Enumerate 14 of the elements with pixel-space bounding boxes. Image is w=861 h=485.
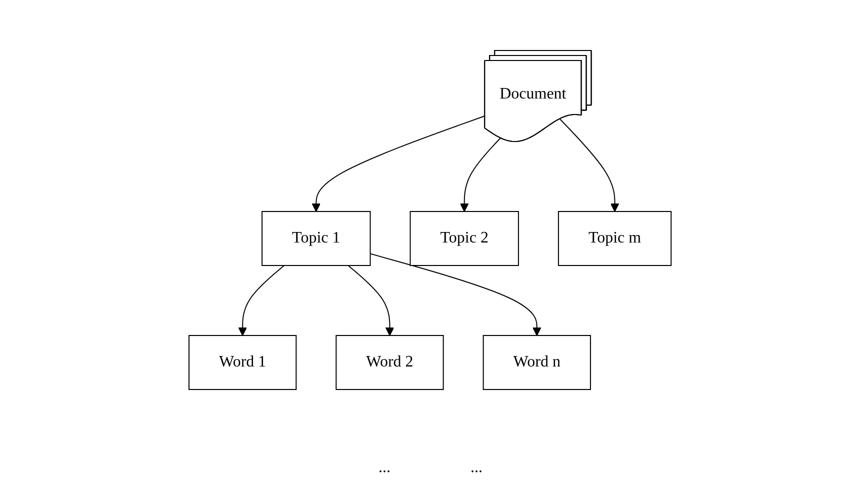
arrow [238,265,286,336]
arrow [370,253,542,336]
node-box: Word 1 [188,335,298,390]
node-box: Topic 1 [262,211,372,266]
ellipsis-label: ... [378,459,390,477]
arrow [312,115,486,212]
node-box: Word n [483,335,592,390]
node-box: Topic 2 [410,211,520,266]
node-box: Word 2 [336,335,444,390]
ellipsis-label: ... [470,459,482,477]
arrow [560,118,620,212]
arrow [460,138,502,212]
arrow [348,265,395,336]
node-box: Topic m [558,211,672,266]
